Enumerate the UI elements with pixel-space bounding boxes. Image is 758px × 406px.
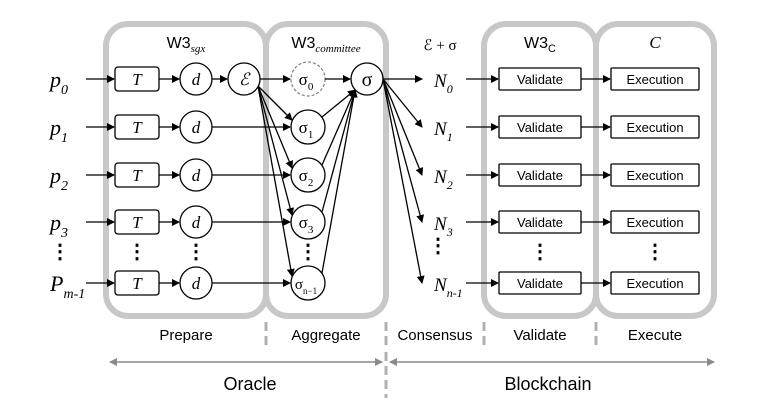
transform-label: T <box>132 118 143 137</box>
digest-label: d <box>192 274 201 293</box>
input-label: p0 <box>48 67 68 98</box>
sigma-label: σn−1 <box>295 277 317 296</box>
ellipsis-icon: ⋮ <box>645 241 665 263</box>
sigma-label: σ1 <box>299 118 314 141</box>
group-oracle: Oracle <box>223 374 276 394</box>
phase-consensus: Consensus <box>397 327 472 344</box>
ellipsis-icon: ⋮ <box>298 241 318 263</box>
ellipsis-icon: ⋮ <box>127 241 147 263</box>
encrypt-circle <box>227 62 261 96</box>
group-blockchain: Blockchain <box>504 374 591 394</box>
ellipsis-icon: ⋮ <box>186 241 206 263</box>
sigma-label: σ0 <box>299 70 314 93</box>
phase-execute: Execute <box>628 327 682 344</box>
input-label: p2 <box>48 163 68 194</box>
transform-label: T <box>132 213 143 232</box>
sgx-title: W3sgx <box>167 35 206 55</box>
execution-label: Execution <box>626 168 683 183</box>
aggregate-fan-arrow <box>382 78 424 176</box>
validate-label: Validate <box>517 215 563 230</box>
phase-prepare: Prepare <box>159 327 212 344</box>
transform-label: T <box>132 166 143 185</box>
validate-label: Validate <box>517 120 563 135</box>
execution-box <box>610 271 700 295</box>
execution-box <box>610 163 700 187</box>
digest-label: d <box>192 166 201 185</box>
committee-panel <box>263 21 389 319</box>
aggregate-sigma-circle <box>350 62 384 96</box>
sigma-to-aggregate-arrow <box>321 89 358 213</box>
execution-label: Execution <box>626 215 683 230</box>
phase-aggregate: Aggregate <box>291 327 360 344</box>
sigma-circle <box>290 157 326 193</box>
digest-label: d <box>192 213 201 232</box>
sigma-to-aggregate-arrow <box>321 89 358 274</box>
node-label: N0 <box>433 71 453 96</box>
ellipsis-icon: ⋮ <box>428 235 448 257</box>
sigma-to-aggregate-arrow <box>321 89 356 118</box>
w3c-title: W3C <box>524 35 556 55</box>
digest-label: d <box>192 118 201 137</box>
committee-title: W3committee <box>291 35 360 55</box>
phase-validate: Validate <box>513 327 566 344</box>
ellipsis-icon: ⋮ <box>530 241 550 263</box>
sigma-label: σ2 <box>299 166 314 189</box>
transform-label: T <box>132 274 143 293</box>
encrypt-label: ℰ <box>239 70 251 89</box>
sigma-circle <box>290 109 326 145</box>
input-label: p3 <box>48 210 68 241</box>
execution-box <box>610 210 700 234</box>
consensus-header: ℰ + σ <box>423 38 456 54</box>
sigma-label: σ3 <box>299 213 314 236</box>
sigma-to-aggregate-arrow <box>321 89 356 166</box>
aggregate-sigma-label: σ <box>362 69 373 91</box>
execution-label: Execution <box>626 120 683 135</box>
encrypt-fan-arrow <box>257 85 293 121</box>
execution-box <box>610 67 700 91</box>
aggregate-fan-arrow <box>382 78 423 128</box>
node-label: Nn-1 <box>433 275 463 300</box>
input-label: Pm-1 <box>49 271 85 302</box>
sigma-circle <box>290 204 326 240</box>
ellipsis-icon: ⋮ <box>50 241 70 263</box>
execution-label: Execution <box>626 276 683 291</box>
encrypt-fan-arrow <box>257 85 294 169</box>
execute-panel <box>593 21 717 319</box>
encrypt-fan-arrow <box>257 85 295 277</box>
validate-label: Validate <box>517 276 563 291</box>
transform-label: T <box>132 70 143 89</box>
node-label: N2 <box>433 167 453 192</box>
node-label: N3 <box>433 214 453 239</box>
encrypt-fan-arrow <box>257 85 295 216</box>
validate-label: Validate <box>517 168 563 183</box>
aggregate-fan-arrow <box>382 78 425 284</box>
aggregate-fan-arrow <box>382 78 425 223</box>
execution-box <box>610 115 700 139</box>
input-label: p1 <box>48 115 68 146</box>
execution-label: Execution <box>626 72 683 87</box>
validate-label: Validate <box>517 72 563 87</box>
digest-label: d <box>192 70 201 89</box>
sigma-circle <box>290 265 326 301</box>
execute-title: C <box>649 33 661 52</box>
node-label: N1 <box>433 119 453 144</box>
